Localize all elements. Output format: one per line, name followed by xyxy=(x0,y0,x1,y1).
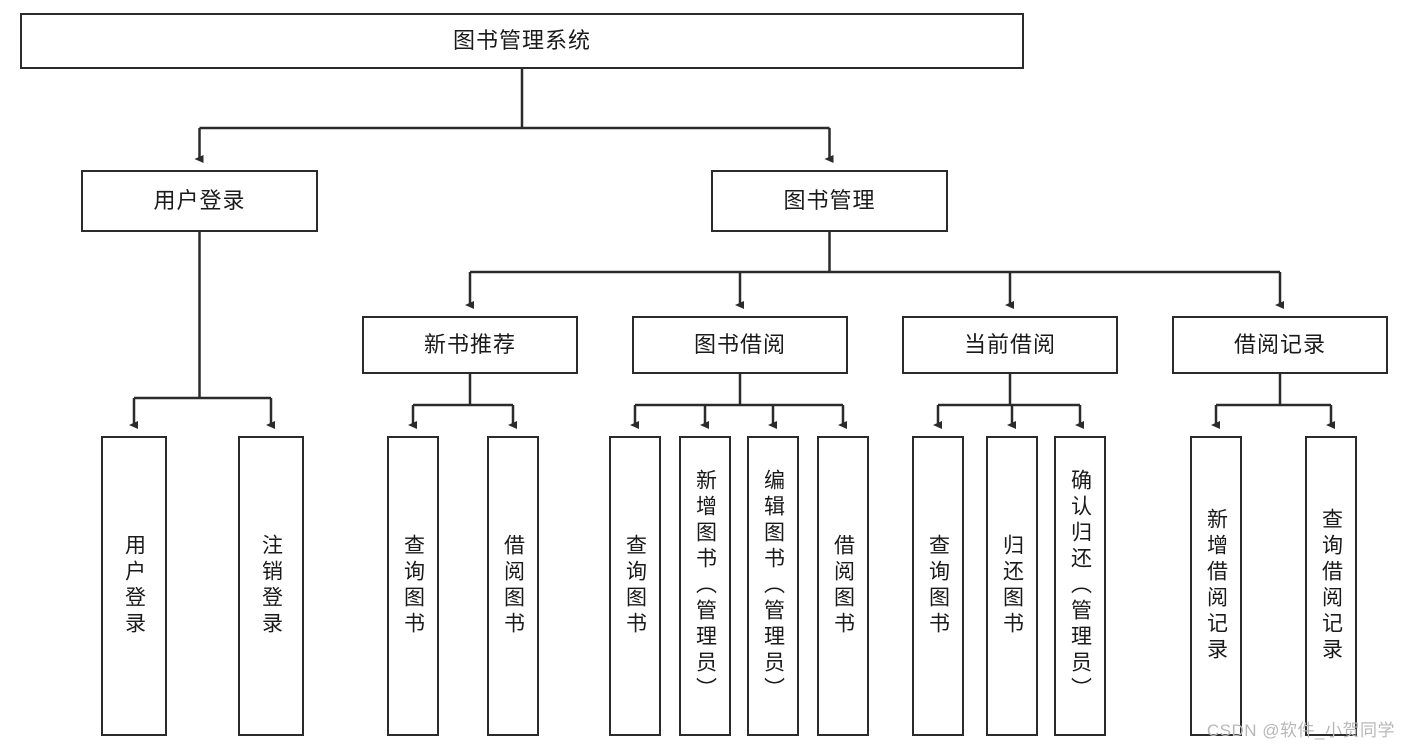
node-leaf-query-book-1[interactable]: 查询图书 xyxy=(387,436,439,736)
node-new-book-rec[interactable]: 新书推荐 xyxy=(362,316,578,374)
node-label: 当前借阅 xyxy=(963,331,1056,357)
node-label: 借阅图书 xyxy=(501,534,525,638)
node-label: 查询借阅记录 xyxy=(1319,508,1343,664)
node-label: 图书管理 xyxy=(783,187,876,213)
node-label: 图书管理系统 xyxy=(452,27,591,53)
node-label: 查询图书 xyxy=(926,534,950,638)
node-label: 新书推荐 xyxy=(423,331,516,357)
node-label: 用户登录 xyxy=(122,534,146,638)
node-label: 编辑图书（管理员） xyxy=(761,469,785,703)
node-leaf-confirm-return[interactable]: 确认归还（管理员） xyxy=(1054,436,1106,736)
node-root[interactable]: 图书管理系统 xyxy=(20,13,1024,69)
node-label: 图书借阅 xyxy=(693,331,786,357)
node-book-borrow[interactable]: 图书借阅 xyxy=(632,316,848,374)
node-label: 借阅记录 xyxy=(1233,331,1326,357)
node-leaf-edit-book[interactable]: 编辑图书（管理员） xyxy=(747,436,799,736)
node-leaf-query-record[interactable]: 查询借阅记录 xyxy=(1305,436,1357,736)
node-label: 新增图书（管理员） xyxy=(693,469,717,703)
node-leaf-query-book-3[interactable]: 查询图书 xyxy=(912,436,964,736)
node-user-login[interactable]: 用户登录 xyxy=(81,170,318,232)
node-leaf-query-book-2[interactable]: 查询图书 xyxy=(609,436,661,736)
node-current-borrow[interactable]: 当前借阅 xyxy=(902,316,1118,374)
node-book-manage[interactable]: 图书管理 xyxy=(711,170,948,232)
node-label: 归还图书 xyxy=(1000,534,1024,638)
node-borrow-record[interactable]: 借阅记录 xyxy=(1172,316,1388,374)
node-label: 查询图书 xyxy=(623,534,647,638)
node-leaf-borrow-book-1[interactable]: 借阅图书 xyxy=(487,436,539,736)
node-leaf-borrow-book-2[interactable]: 借阅图书 xyxy=(817,436,869,736)
node-label: 新增借阅记录 xyxy=(1204,508,1228,664)
node-leaf-add-record[interactable]: 新增借阅记录 xyxy=(1190,436,1242,736)
node-leaf-add-book[interactable]: 新增图书（管理员） xyxy=(679,436,731,736)
node-label: 注销登录 xyxy=(259,534,283,638)
node-leaf-logout[interactable]: 注销登录 xyxy=(238,436,304,736)
node-label: 借阅图书 xyxy=(831,534,855,638)
node-leaf-return-book[interactable]: 归还图书 xyxy=(986,436,1038,736)
node-leaf-user-login[interactable]: 用户登录 xyxy=(101,436,167,736)
node-label: 用户登录 xyxy=(153,187,246,213)
node-label: 查询图书 xyxy=(401,534,425,638)
node-label: 确认归还（管理员） xyxy=(1068,469,1092,703)
